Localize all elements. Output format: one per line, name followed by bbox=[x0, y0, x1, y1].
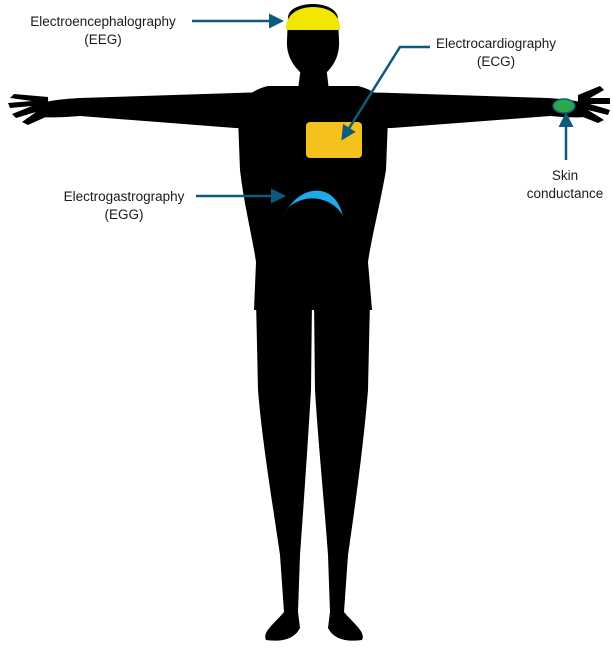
skin-label-line1: Skin bbox=[552, 168, 578, 183]
eeg-label-line1: Electroencephalography bbox=[30, 14, 176, 29]
right-leg bbox=[314, 300, 370, 641]
skin-label-line2: conductance bbox=[527, 186, 604, 201]
right-hand bbox=[578, 86, 610, 123]
left-hand bbox=[8, 94, 48, 125]
human-silhouette bbox=[8, 4, 610, 641]
ecg-sensor bbox=[306, 122, 362, 158]
ecg-label-line1: Electrocardiography bbox=[436, 36, 556, 51]
egg-label-line1: Electrogastrography bbox=[64, 189, 185, 204]
ecg-label-line2: (ECG) bbox=[477, 54, 515, 69]
eeg-label-line2: (EEG) bbox=[84, 32, 122, 47]
egg-label-line2: (EGG) bbox=[105, 207, 144, 222]
skin-sensor bbox=[553, 99, 575, 113]
left-leg bbox=[256, 300, 312, 641]
